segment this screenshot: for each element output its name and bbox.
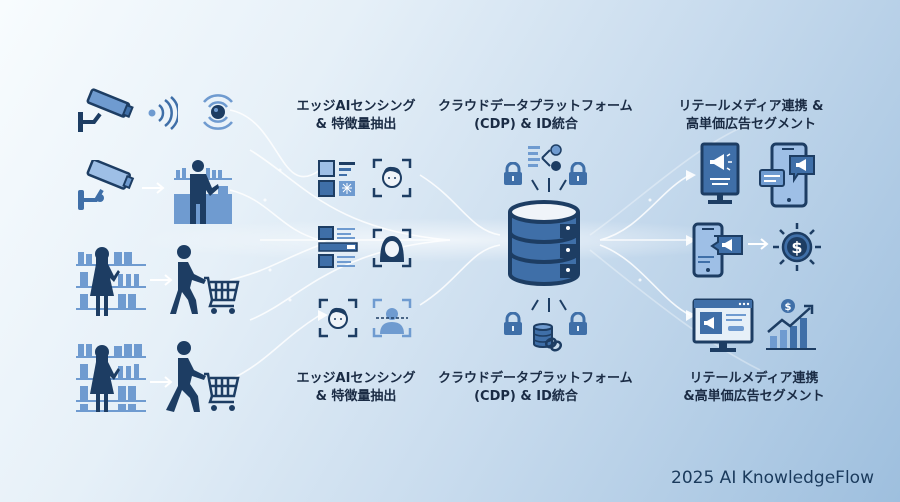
mobile-ad-chat-icon [692, 222, 743, 278]
retail-media-label-top: リテールメディア連携 & 高単価広告セグメント [678, 99, 824, 132]
security-camera-icon [78, 88, 134, 132]
web-ad-monitor-icon [692, 298, 754, 352]
lock-icon [569, 312, 587, 335]
database-icon [508, 200, 580, 286]
face-scan-male-icon [318, 298, 358, 338]
shopper-at-shelf-icon [76, 344, 146, 412]
database-link-icon [533, 323, 562, 352]
face-scan-male-icon [372, 158, 412, 198]
feature-list-icon [318, 226, 358, 268]
lock-icon [504, 162, 522, 185]
face-scan-female-icon [372, 228, 412, 268]
security-camera-icon [78, 160, 135, 210]
edge-ai-label-bottom: エッジAIセンシング & 特徴量抽出 [296, 371, 416, 404]
id-merge-icon [528, 144, 562, 171]
revenue-dollar-icon: $ [773, 223, 821, 271]
retail-media-label-bottom: リテールメディア連携 &高単価広告セグメント [683, 371, 825, 404]
beacon-sensor-icon [203, 94, 233, 130]
svg-text:$: $ [791, 238, 802, 257]
digital-signage-icon [700, 142, 740, 204]
svg-text:$: $ [785, 302, 792, 313]
shopper-with-cart-icon [170, 245, 240, 314]
feature-grid-icon [318, 160, 355, 197]
footer-credit: 2025 AI KnowledgeFlow [671, 468, 874, 488]
shopper-with-cart-icon [166, 341, 240, 412]
arrow-right-icon [150, 274, 173, 286]
face-scan-line-icon [372, 298, 412, 338]
cdp-label-bottom: クラウドデータプラットフォーム (CDP) & ID統合 [438, 371, 633, 404]
connector-lines [531, 298, 567, 312]
shopper-at-counter-icon [174, 160, 232, 224]
lock-icon [569, 162, 587, 185]
lock-icon [504, 312, 522, 335]
arrow-right-icon [150, 376, 173, 388]
growth-chart-icon: $ [766, 299, 816, 350]
wireless-signal-icon [148, 96, 178, 130]
edge-ai-label-top: エッジAIセンシング & 特徴量抽出 [296, 99, 416, 132]
arrow-right-icon [748, 238, 769, 250]
connector-lines [531, 178, 567, 192]
shopper-at-shelf-icon [76, 247, 146, 316]
cdp-label-top: クラウドデータプラットフォーム (CDP) & ID統合 [438, 99, 633, 132]
mobile-ad-icon [759, 142, 815, 208]
arrow-right-icon [142, 182, 165, 194]
